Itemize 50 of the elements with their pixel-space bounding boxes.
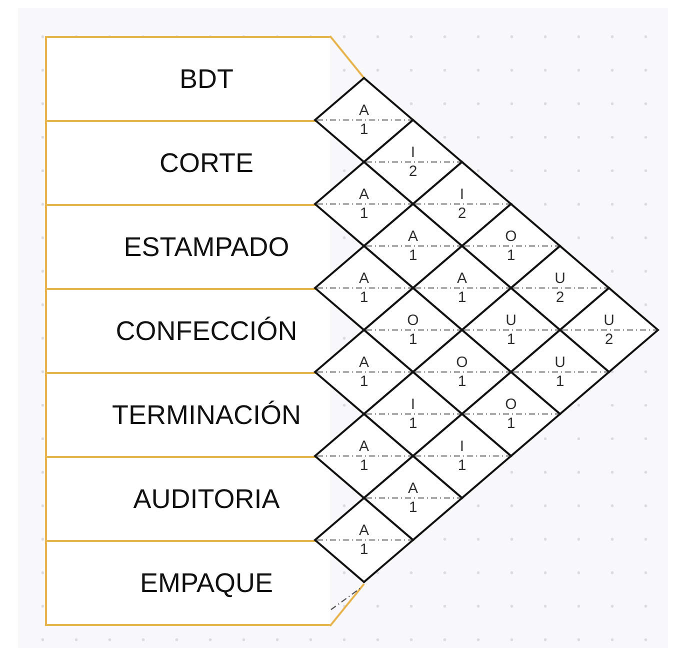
closeness-code: U <box>602 313 616 328</box>
closeness-code: A <box>456 271 468 286</box>
closeness-code: A <box>358 355 370 370</box>
process-name: BDT <box>180 64 234 94</box>
closeness-code: O <box>504 397 518 412</box>
closeness-code: A <box>358 103 370 118</box>
closeness-code: O <box>406 313 420 328</box>
closeness-code: I <box>458 439 466 454</box>
reason-number: 1 <box>358 374 370 389</box>
reason-number: 1 <box>456 458 468 473</box>
reason-number: 2 <box>456 206 468 221</box>
closeness-code: I <box>410 145 416 160</box>
reason-number: 1 <box>408 416 418 431</box>
process-name: AUDITORIA <box>133 484 280 514</box>
closeness-code: A <box>358 523 370 538</box>
reason-number: 1 <box>408 500 418 515</box>
closeness-code: I <box>410 397 416 412</box>
closeness-code: A <box>406 481 419 496</box>
closeness-code: U <box>554 355 566 370</box>
reason-number: 1 <box>506 332 516 347</box>
reason-number: 1 <box>358 542 370 557</box>
process-name: CORTE <box>159 148 254 178</box>
reason-number: 1 <box>358 290 370 305</box>
reason-number: 1 <box>358 122 370 137</box>
process-name: TERMINACIÓN <box>112 400 301 430</box>
reason-number: 1 <box>456 290 468 305</box>
closeness-code: A <box>358 271 370 286</box>
closeness-code: U <box>504 313 518 328</box>
reason-number: 1 <box>358 206 370 221</box>
process-name: CONFECCIÓN <box>116 316 298 346</box>
reason-number: 2 <box>554 290 566 305</box>
closeness-code: O <box>455 355 469 370</box>
relationship-diamond <box>315 78 413 162</box>
reason-number: 1 <box>358 458 370 473</box>
closeness-code: O <box>504 229 518 244</box>
reason-number: 1 <box>408 248 418 263</box>
reason-number: 2 <box>604 332 614 347</box>
closeness-code: I <box>458 187 466 202</box>
reason-number: 1 <box>506 416 516 431</box>
process-name: ESTAMPADO <box>124 232 290 262</box>
reason-number: 1 <box>506 248 516 263</box>
closeness-code: U <box>554 271 566 286</box>
closeness-code: A <box>358 187 370 202</box>
reason-number: 1 <box>408 332 418 347</box>
closeness-code: A <box>358 439 370 454</box>
reason-number: 1 <box>554 374 566 389</box>
closeness-code: A <box>406 229 419 244</box>
reason-number: 2 <box>408 164 418 179</box>
reason-number: 1 <box>456 374 468 389</box>
process-name: EMPAQUE <box>140 568 274 598</box>
